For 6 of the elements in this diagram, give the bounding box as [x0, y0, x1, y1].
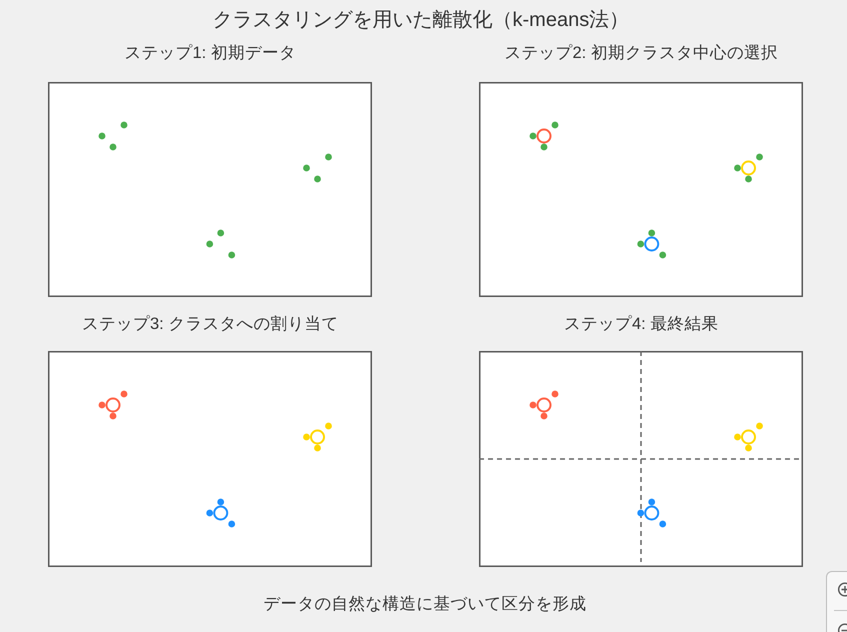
- title: クラスタリングを用いた離散化（k-means法）: [212, 8, 630, 32]
- panel-heading: ステップ4: 最終結果: [564, 315, 718, 335]
- panel-heading: ステップ3: クラスタへの割り当て: [82, 315, 338, 335]
- panel-heading: ステップ2: 初期クラスタ中心の選択: [504, 44, 778, 64]
- caption: データの自然な構造に基づいて区分を形成: [264, 595, 586, 615]
- panel-heading: ステップ1: 初期データ: [124, 44, 296, 64]
